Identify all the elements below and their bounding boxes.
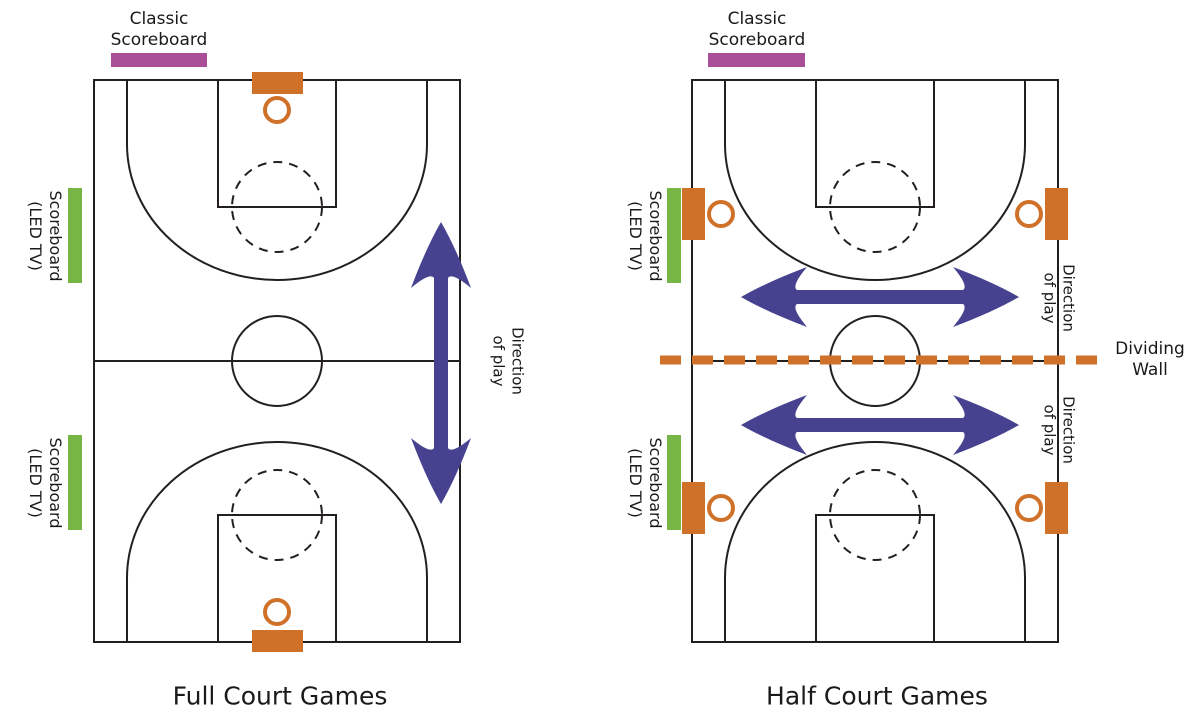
direction-arrow-horizontal <box>741 395 1019 455</box>
direction-of-play-label: Direction of play <box>1041 396 1078 464</box>
backboard <box>252 72 303 94</box>
led-scoreboard-label: Scoreboard (LED TV) <box>626 190 665 282</box>
dividing-wall-label: Dividing Wall <box>1115 338 1185 380</box>
three-point-arc-top <box>126 143 428 281</box>
hoop-icon <box>263 96 291 124</box>
hoop-icon <box>263 598 291 626</box>
three-point-arc-top <box>724 143 1026 281</box>
hoop-icon <box>707 200 735 228</box>
led-scoreboard-label: Scoreboard (LED TV) <box>26 437 65 529</box>
free-throw-circle-bottom <box>829 469 921 561</box>
three-point-arc-bottom <box>724 441 1026 579</box>
direction-of-play-label: Direction of play <box>1041 264 1078 332</box>
half-court-title: Half Court Games <box>766 681 988 711</box>
backboard <box>252 630 303 652</box>
led-scoreboard-bar <box>68 435 82 530</box>
led-scoreboard-bar <box>667 188 681 283</box>
backboard <box>1045 188 1068 240</box>
led-scoreboard-bar <box>68 188 82 283</box>
free-throw-circle-top <box>829 161 921 253</box>
backboard <box>682 482 705 534</box>
center-circle <box>231 315 323 407</box>
led-scoreboard-bar <box>667 435 681 530</box>
led-scoreboard-label: Scoreboard (LED TV) <box>626 437 665 529</box>
hoop-icon <box>1015 494 1043 522</box>
hoop-icon <box>1015 200 1043 228</box>
full-court-lines <box>93 79 461 643</box>
hoop-icon <box>707 494 735 522</box>
direction-arrow-vertical <box>411 222 471 504</box>
key-bottom <box>815 514 935 643</box>
backboard <box>682 188 705 240</box>
half-court-lines <box>691 79 1059 643</box>
full-court-title: Full Court Games <box>172 681 388 711</box>
classic-scoreboard-label: Classic Scoreboard <box>110 8 208 50</box>
backboard <box>1045 482 1068 534</box>
free-throw-circle-bottom <box>231 469 323 561</box>
direction-arrow-horizontal <box>741 267 1019 327</box>
classic-scoreboard-bar <box>111 53 207 67</box>
classic-scoreboard-bar <box>708 53 805 67</box>
direction-of-play-label: Direction of play <box>490 327 527 395</box>
key-top <box>815 79 935 208</box>
free-throw-circle-top <box>231 161 323 253</box>
classic-scoreboard-label: Classic Scoreboard <box>708 8 806 50</box>
led-scoreboard-label: Scoreboard (LED TV) <box>26 190 65 282</box>
three-point-arc-bottom <box>126 441 428 579</box>
